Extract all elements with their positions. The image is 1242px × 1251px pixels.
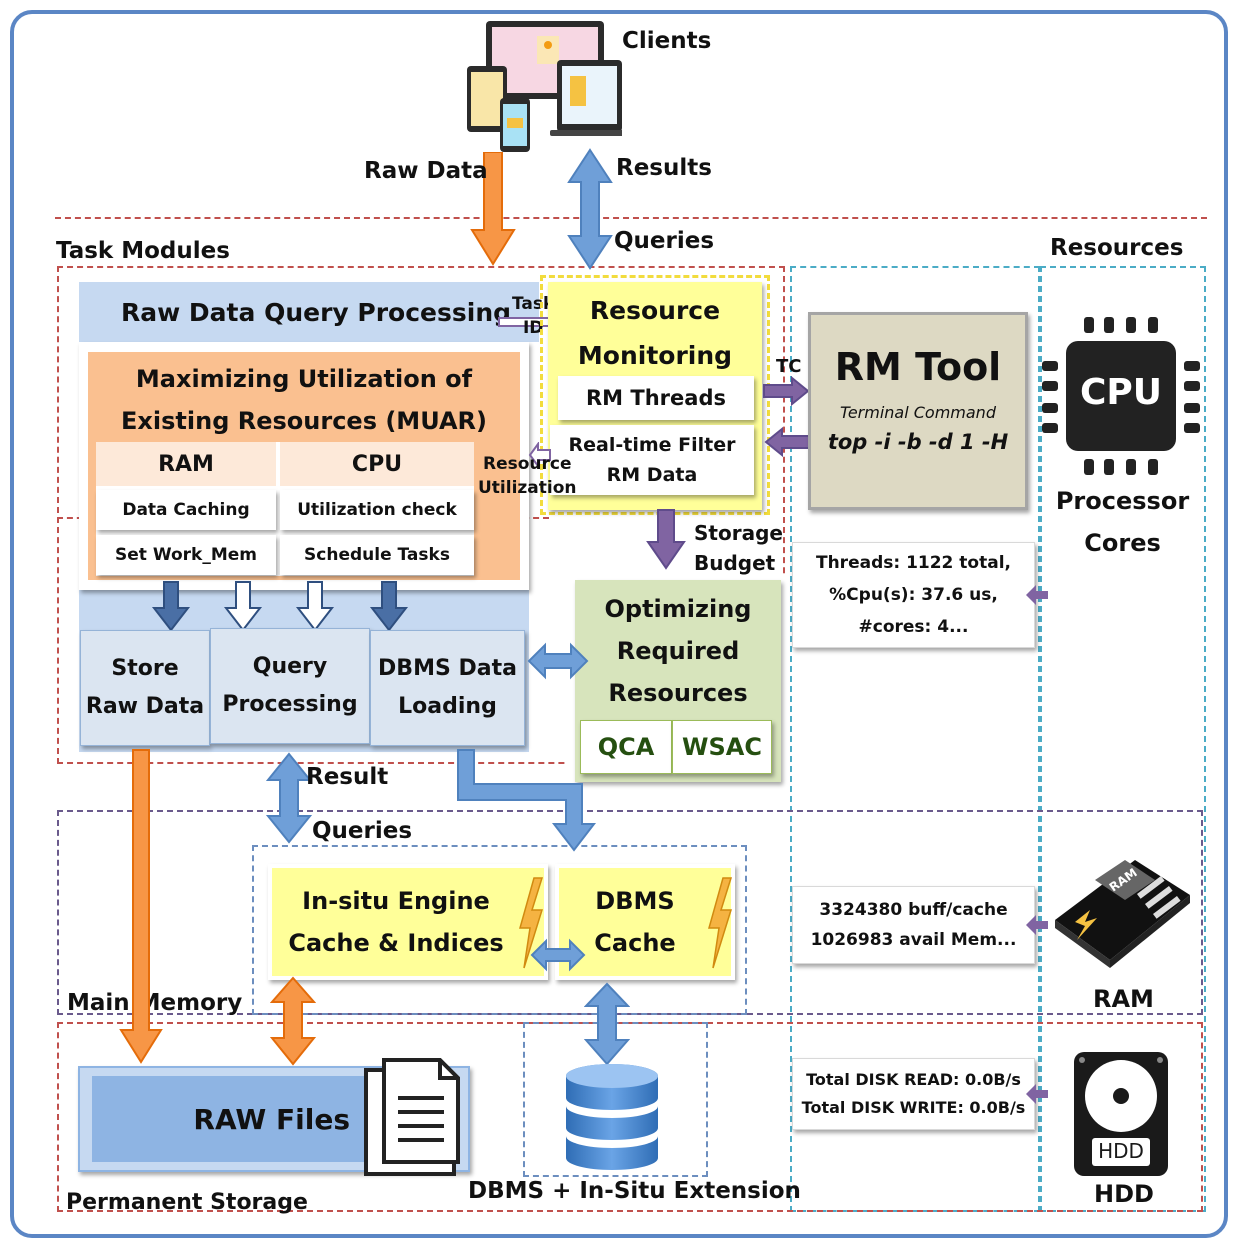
permanent-storage-label: Permanent Storage: [66, 1190, 308, 1215]
document-icon: [364, 1058, 460, 1176]
task-modules-label: Task Modules: [56, 238, 230, 264]
rm-filter-label: Real-time Filter RM Data: [568, 434, 736, 486]
disk-stats-arrow: [1026, 1084, 1048, 1104]
cpu-chip-label: CPU: [1079, 372, 1163, 413]
muar-ram-header: RAM: [96, 442, 276, 486]
clients-label: Clients: [622, 28, 712, 54]
disk-stats-text: Total DISK READ: 0.0B/s Total DISK WRITE…: [801, 1070, 1026, 1117]
insitu-cache-box: In-situ Engine Cache & Indices: [268, 864, 548, 980]
muar-cpu-item-1: Utilization check: [280, 490, 474, 530]
disk-stats-box: Total DISK READ: 0.0B/s Total DISK WRITE…: [792, 1058, 1035, 1130]
queries-top-label: Queries: [614, 228, 715, 254]
wsac-box: WSAC: [672, 720, 772, 774]
cpu-stats-arrow: [1026, 585, 1048, 605]
ram-chip-icon: [1055, 860, 1190, 968]
task-id-label: Task ID: [512, 294, 555, 338]
insitu-lightning-icon: [519, 877, 544, 969]
resources-label: Resources: [1050, 235, 1184, 261]
rm-filter-box: Real-time Filter RM Data: [550, 425, 754, 495]
tc-label: TC: [776, 356, 802, 377]
storage-budget-arrow: [646, 509, 686, 570]
dbms-data-loading-box: DBMS Data Loading: [370, 630, 525, 746]
qca-box: QCA: [580, 720, 672, 774]
main-memory-label: Main Memory: [67, 990, 243, 1016]
muar-cpu-header: CPU: [280, 442, 474, 486]
insitu-raw-files-arrow: [270, 976, 316, 1066]
raw-files-label: RAW Files: [193, 1102, 350, 1136]
memory-engines-region: [252, 845, 747, 1015]
resource-utilization-label: Resource Utilization: [478, 454, 577, 498]
hdd-chip-text: HDD: [1098, 1139, 1144, 1163]
insitu-cache-label: In-situ Engine Cache & Indices: [288, 887, 504, 957]
cpu-chip-icon: [1042, 317, 1200, 475]
ram-stats-text: 3324380 buff/cache 1026983 avail Mem...: [810, 900, 1017, 950]
top-divider: [55, 217, 1207, 219]
ram-resource-label: RAM: [1093, 985, 1154, 1013]
raw-data-arrow: [470, 152, 516, 266]
store-to-raw-files-arrow: [119, 749, 163, 1064]
tc-arrows: [763, 376, 811, 458]
raw-files-box: RAW Files: [92, 1076, 392, 1162]
processor-cores-label: Processor Cores: [1055, 487, 1190, 557]
ram-stats-box: 3324380 buff/cache 1026983 avail Mem...: [792, 886, 1035, 964]
resource-monitoring-title: Resource Monitoring: [577, 296, 733, 370]
result-queries-arrow: [266, 752, 312, 844]
insitu-dbms-cache-arrow: [530, 938, 586, 972]
results-queries-arrow: [567, 148, 613, 270]
muar-title: Maximizing Utilization of Existing Resou…: [121, 365, 487, 435]
raw-data-label: Raw Data: [364, 158, 488, 184]
dbms-data-loading-label: DBMS Data Loading: [378, 656, 517, 719]
muar-ram-item-2: Set Work_Mem: [96, 535, 276, 575]
outer-frame: [10, 10, 1228, 1238]
rm-tool-box: RM Tool Terminal Command top -i -b -d 1 …: [808, 312, 1028, 510]
cpu-stats-box: Threads: 1122 total, %Cpu(s): 37.6 us, #…: [792, 542, 1035, 648]
muar-cpu-item-2: Schedule Tasks: [280, 535, 474, 575]
dbms-cache-label: DBMS Cache: [594, 887, 676, 957]
optimizing-title: Optimizing Required Resources: [604, 595, 752, 707]
dbms-loading-to-cache-arrow: [457, 749, 597, 852]
results-label: Results: [616, 155, 712, 181]
hdd-resource-label: HDD: [1094, 1180, 1154, 1208]
dbms-cache-box: DBMS Cache: [555, 864, 735, 980]
raw-query-processing-bar: Raw Data Query Processing: [79, 282, 539, 342]
cpu-stats-text: Threads: 1122 total, %Cpu(s): 37.6 us, #…: [815, 553, 1011, 637]
store-raw-data-box: Store Raw Data: [80, 630, 210, 746]
queries-mid-label: Queries: [312, 818, 413, 844]
dbms-optimizing-arrow: [527, 642, 589, 680]
result-label: Result: [306, 764, 389, 790]
muar-ram-item-1: Data Caching: [96, 490, 276, 530]
rm-threads-box: RM Threads: [558, 376, 754, 420]
rm-tool-subtitle: Terminal Command: [840, 403, 996, 422]
query-processing-label: Query Processing: [222, 654, 358, 717]
dbms-ext-label: DBMS + In-Situ Extension: [468, 1178, 801, 1204]
task-modules-region: [57, 266, 785, 764]
rm-tool-title: RM Tool: [834, 345, 1002, 389]
database-icon: [566, 1064, 658, 1170]
clients-icon: [467, 21, 622, 152]
hdd-icon: [1074, 1052, 1168, 1176]
resource-utilization-arrow: [528, 442, 551, 468]
ram-stats-arrow: [1026, 915, 1048, 935]
muar-down-arrows: [151, 581, 409, 632]
dbms-cache-lightning-icon: [708, 877, 733, 969]
storage-budget-label: Storage Budget: [694, 521, 783, 575]
store-raw-data-label: Store Raw Data: [85, 656, 205, 719]
query-processing-box: Query Processing: [210, 628, 370, 744]
raw-query-processing-title: Raw Data Query Processing: [121, 297, 512, 327]
dbms-cache-db-arrow: [584, 982, 630, 1066]
rm-tool-command: top -i -b -d 1 -H: [827, 430, 1009, 454]
